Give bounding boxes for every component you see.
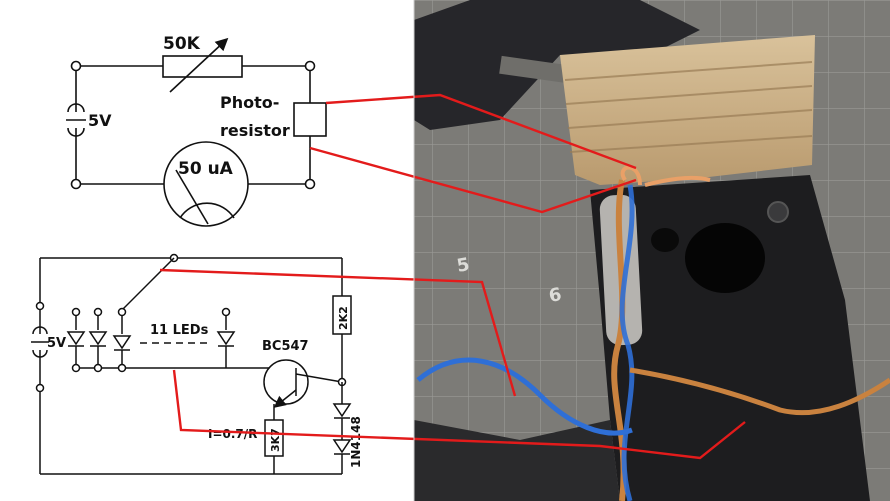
voltage-source-symbol-2	[31, 326, 49, 358]
board-hole-small	[651, 228, 679, 252]
circuit-2	[31, 253, 352, 475]
terminal-node	[35, 301, 45, 311]
callout-photoresistor-top	[325, 93, 637, 170]
photoresistor	[293, 102, 327, 137]
circuit-1	[66, 37, 327, 227]
callout-switch	[159, 268, 517, 397]
led-count-label: 11 LEDs	[150, 323, 209, 338]
terminal-node	[71, 307, 81, 317]
terminal-node	[304, 178, 316, 190]
terminal-node	[70, 178, 82, 190]
variable-resistor	[162, 55, 243, 78]
diode-1	[332, 403, 352, 418]
current-formula-label: I=0.7/R	[208, 427, 257, 441]
terminal-node	[35, 383, 45, 393]
source-label-1: 5V	[88, 111, 112, 130]
wood-layers	[564, 61, 813, 153]
ruler-mark-5: 5	[455, 254, 471, 277]
photoresistor-label-line1: Photo-	[220, 93, 279, 112]
wire-orange-loose	[629, 367, 890, 416]
resistor-2k2-label: 2K2	[337, 306, 350, 330]
screw-head	[767, 201, 789, 223]
terminal-node	[70, 60, 82, 72]
meter-needle	[175, 169, 209, 225]
callout-lines	[159, 93, 746, 460]
black-board-lower	[590, 175, 870, 501]
terminal-node	[117, 363, 127, 373]
led-2	[88, 312, 108, 368]
voltage-source-symbol	[66, 103, 86, 137]
wire-orange-twisted	[611, 179, 627, 501]
black-board-upper	[414, 0, 700, 130]
pot-label: 50K	[163, 34, 201, 54]
photo: 5 6	[414, 0, 890, 501]
callout-emitter	[172, 369, 746, 460]
wood-block	[560, 35, 815, 185]
terminal-node	[71, 363, 81, 373]
meter-label: 50 uA	[178, 159, 234, 179]
source-label-2: 5V	[47, 336, 66, 351]
terminal-node	[221, 307, 231, 317]
switch-arm	[121, 257, 175, 311]
terminal-node	[93, 307, 103, 317]
ruler-mark-6: 6	[547, 284, 563, 307]
diode-label: 1N4148	[349, 416, 363, 468]
variable-resistor-arrow	[169, 37, 229, 93]
terminal-node	[117, 307, 127, 317]
circuit-1-labels: 50K 5V Photo- resistor 50 uA	[88, 34, 290, 179]
callout-photoresistor-bottom	[309, 146, 637, 214]
transistor-label: BC547	[262, 339, 309, 354]
terminal-node	[304, 60, 316, 72]
wire-blue-loose	[416, 357, 633, 436]
meter-arc	[179, 202, 235, 219]
diode-2	[332, 439, 352, 454]
microammeter	[163, 141, 249, 227]
photoresistor-label-line2: resistor	[220, 121, 290, 140]
terminal-node	[93, 363, 103, 373]
photoresistor-leads	[620, 165, 711, 187]
resistor-3k7-label: 3K7	[269, 428, 282, 452]
board-hole	[685, 223, 765, 293]
